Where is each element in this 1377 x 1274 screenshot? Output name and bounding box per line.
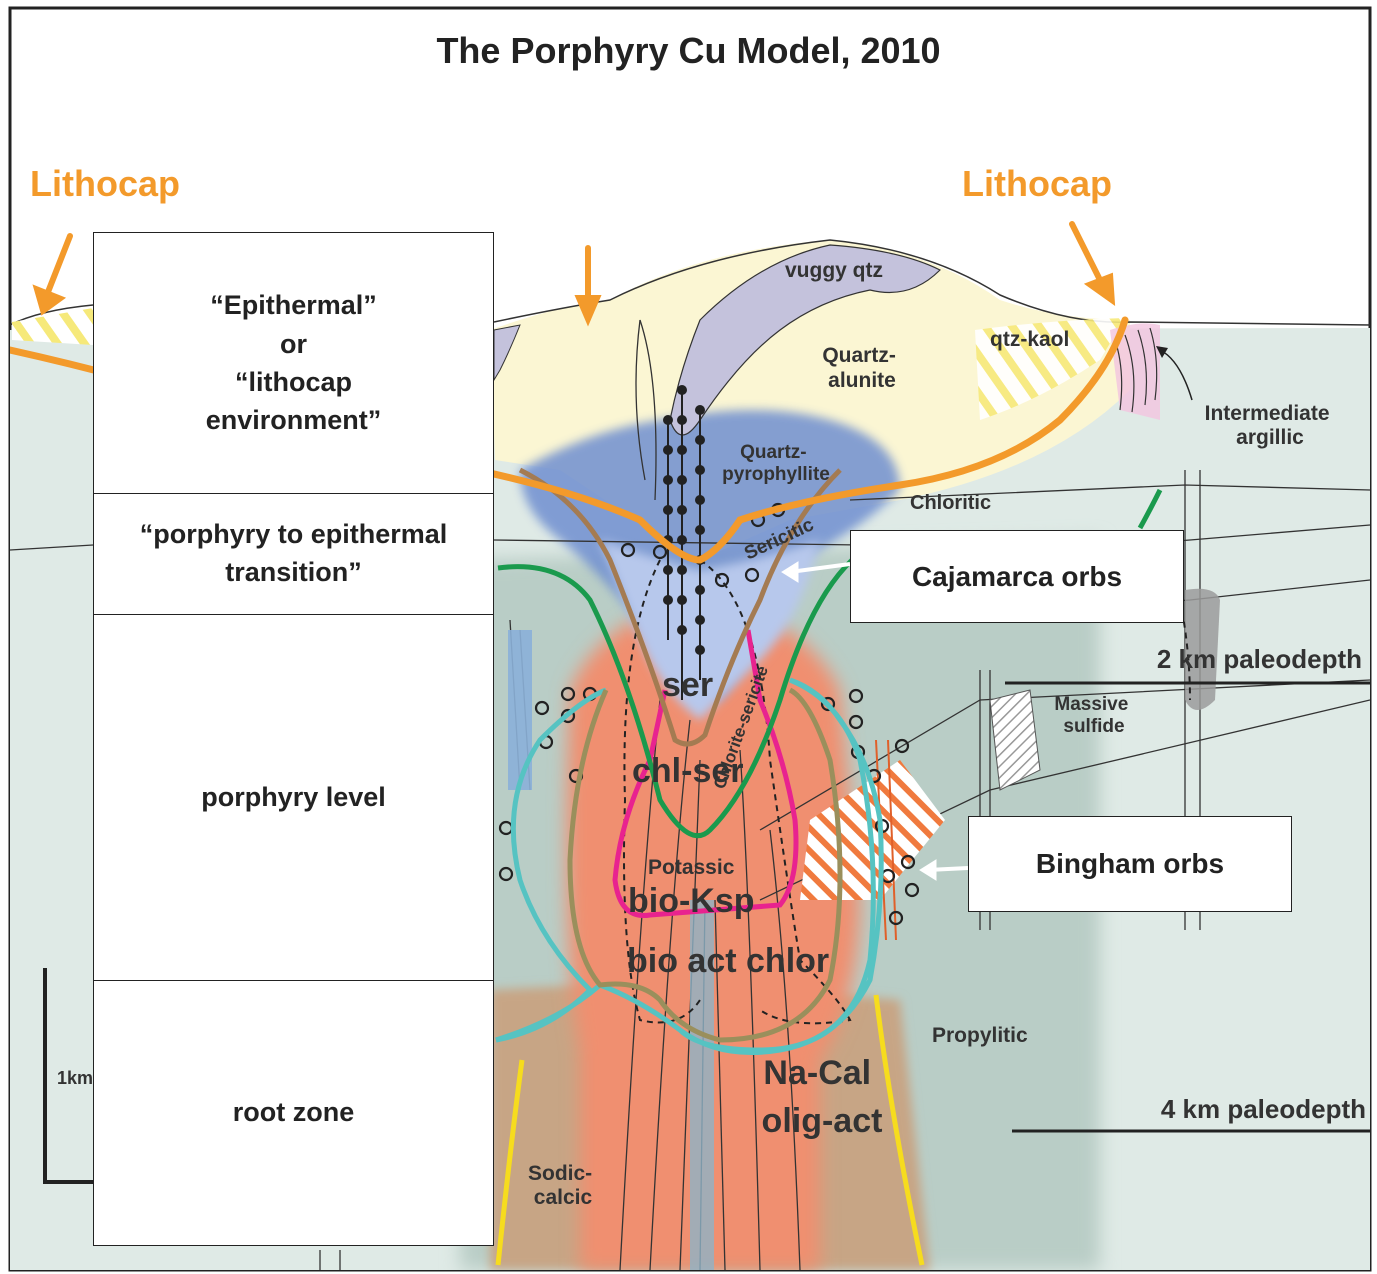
- potassic-label: Potassic: [648, 856, 735, 879]
- two-km-paleodepth-label: 2 km paleodepth: [1157, 644, 1362, 674]
- environment-root-label: root zone: [233, 1097, 355, 1128]
- figure-title: The Porphyry Cu Model, 2010: [0, 30, 1377, 72]
- lithocap-label-right: Lithocap: [962, 163, 1112, 205]
- environment-porphyry-label: porphyry level: [201, 782, 386, 813]
- environment-epithermal: “Epithermal” or “lithocap environment”: [94, 233, 493, 494]
- environment-column: “Epithermal” or “lithocap environment” “…: [93, 232, 494, 1246]
- cajamarca-orbs-label: Cajamarca orbs: [912, 561, 1122, 593]
- propylitic-label: Propylitic: [932, 1024, 1028, 1047]
- ser-label: ser: [662, 666, 713, 704]
- environment-epithermal-label: “Epithermal” or “lithocap environment”: [206, 286, 382, 439]
- bingham-orbs-label: Bingham orbs: [1036, 848, 1224, 880]
- bio-act-chlor-label: bio act chlor: [627, 942, 829, 980]
- four-km-paleodepth-label: 4 km paleodepth: [1161, 1094, 1366, 1124]
- qtz-kaol-label: qtz-kaol: [990, 328, 1069, 351]
- bingham-orbs-callout: Bingham orbs: [968, 816, 1292, 912]
- sodic-calcic-label: Sodic- calcic: [528, 1162, 598, 1209]
- massive-sulfide-label: Massive sulfide: [1054, 694, 1133, 737]
- environment-transition: “porphyry to epithermal transition”: [94, 494, 493, 615]
- chloritic-label: Chloritic: [910, 492, 991, 514]
- vuggy-qtz-label: vuggy qtz: [785, 259, 883, 282]
- chl-ser-label: chl-ser: [632, 752, 744, 790]
- scale-label: 1km: [57, 1068, 93, 1088]
- environment-root: root zone: [94, 981, 493, 1244]
- environment-transition-label: “porphyry to epithermal transition”: [140, 516, 448, 592]
- lithocap-label-left: Lithocap: [30, 163, 180, 205]
- bio-ksp-label: bio-Ksp: [628, 882, 755, 920]
- cajamarca-orbs-callout: Cajamarca orbs: [850, 530, 1184, 623]
- environment-porphyry: porphyry level: [94, 615, 493, 981]
